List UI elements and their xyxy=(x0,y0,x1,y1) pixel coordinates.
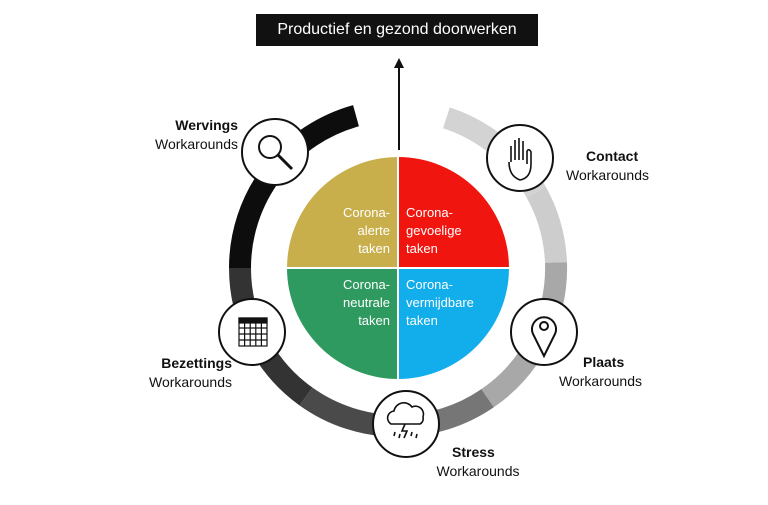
stress-subtitle: Workarounds xyxy=(436,463,520,479)
quadrant-alerte-label: Corona- alerte taken xyxy=(343,205,390,256)
bezettings-title: Bezettings xyxy=(161,355,232,371)
bezettings-subtitle: Workarounds xyxy=(148,374,232,390)
quadrant-neutrale-label: Corona- neutrale taken xyxy=(343,277,390,328)
icon-node-plaats xyxy=(510,298,578,366)
icon-node-contact xyxy=(486,124,554,192)
wervings-subtitle: Workarounds xyxy=(154,136,238,152)
goal-text: Productief en gezond doorwerken xyxy=(277,21,517,38)
quadrant-neutrale xyxy=(287,268,398,379)
contact-title: Contact xyxy=(586,148,639,164)
icon-node-stress xyxy=(372,390,440,458)
label-contact: Contact Workarounds xyxy=(566,147,676,185)
storm-cloud-icon xyxy=(386,402,425,439)
location-pin-icon xyxy=(531,316,557,359)
plaats-title: Plaats xyxy=(583,354,625,370)
icon-node-wervings xyxy=(241,118,309,186)
plaats-subtitle: Workarounds xyxy=(559,373,643,389)
label-wervings: Wervings Workarounds xyxy=(130,116,238,154)
quadrant-gevoelige-label: Corona- gevoelige taken xyxy=(406,205,462,256)
quadrant-vermijdbare xyxy=(398,268,509,379)
stress-title: Stress xyxy=(452,444,495,460)
goal-banner: Productief en gezond doorwerken xyxy=(256,14,538,46)
ring-segment-contact-lower xyxy=(526,186,567,264)
quadrant-alerte xyxy=(287,157,398,268)
quadrant-vermijdbare-label: Corona- vermijdbare taken xyxy=(406,277,474,328)
label-plaats: Plaats Workarounds xyxy=(559,353,669,391)
calendar-grid-icon xyxy=(238,317,268,347)
label-stress: Stress Workarounds xyxy=(426,443,530,481)
quadrant-gevoelige xyxy=(398,157,509,268)
icon-node-bezettings xyxy=(218,298,286,366)
contact-subtitle: Workarounds xyxy=(566,167,650,183)
magnifier-icon xyxy=(258,135,294,171)
label-bezettings: Bezettings Workarounds xyxy=(122,354,232,392)
wervings-title: Wervings xyxy=(175,117,238,133)
arrow-head xyxy=(394,58,404,68)
hand-icon xyxy=(508,138,532,181)
